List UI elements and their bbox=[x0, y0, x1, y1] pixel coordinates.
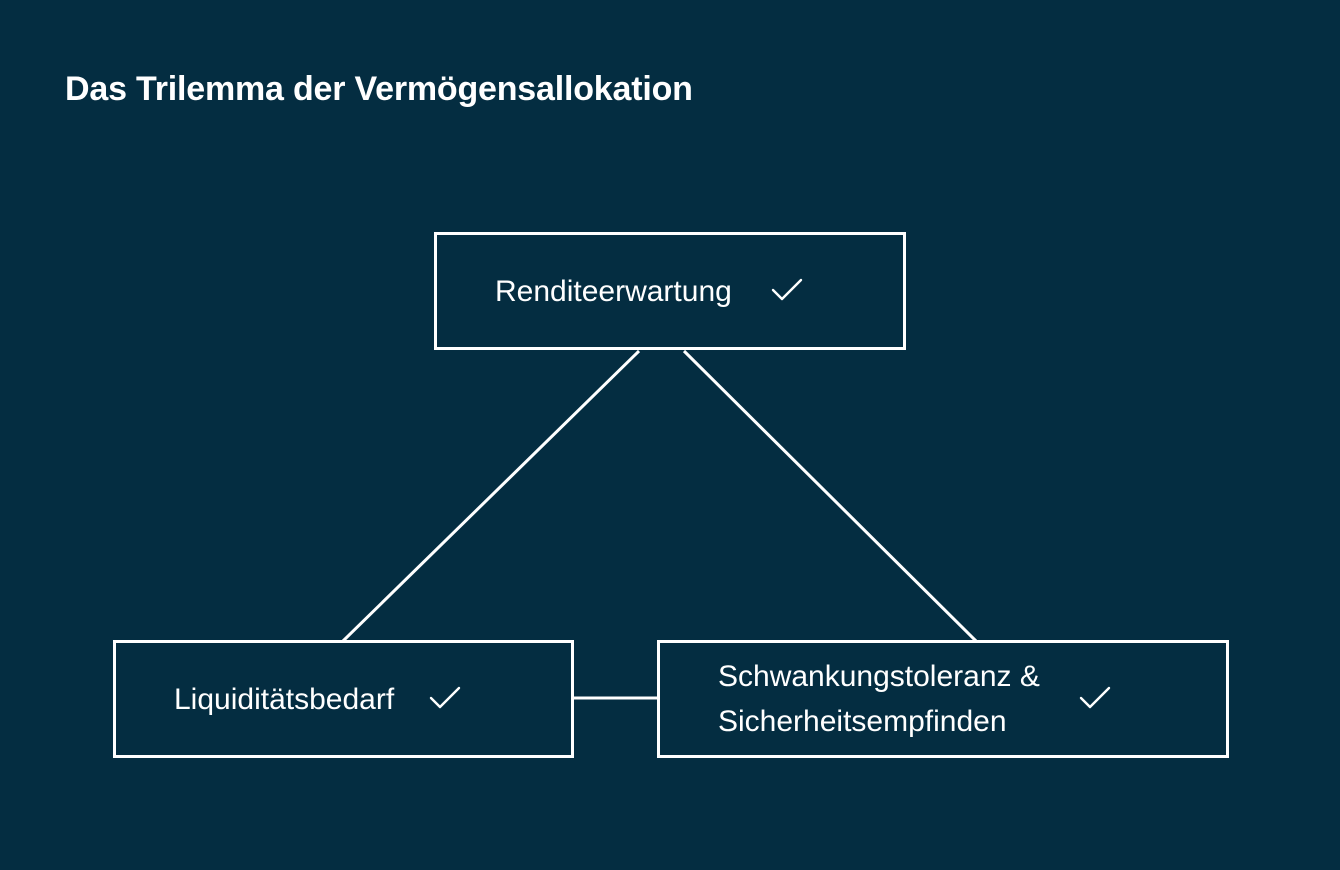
node-liquidity-need[interactable]: Liquiditätsbedarf bbox=[113, 640, 574, 758]
check-icon bbox=[1076, 678, 1114, 721]
check-icon bbox=[426, 678, 464, 721]
node-return-expectation[interactable]: Renditeerwartung bbox=[434, 232, 906, 350]
edge-top-to-bottom-right bbox=[682, 349, 978, 643]
node-liquidity-need-label: Liquiditätsbedarf bbox=[174, 682, 395, 716]
page-title: Das Trilemma der Vermögensallokation bbox=[65, 70, 693, 108]
node-volatility-tolerance-label: Schwankungstoleranz & Sicherheitsempfind… bbox=[718, 660, 1040, 738]
node-return-expectation-label: Renditeerwartung bbox=[495, 274, 732, 308]
check-icon bbox=[768, 270, 806, 313]
node-volatility-tolerance[interactable]: Schwankungstoleranz & Sicherheitsempfind… bbox=[657, 640, 1229, 758]
edge-top-to-bottom-left bbox=[341, 349, 641, 643]
